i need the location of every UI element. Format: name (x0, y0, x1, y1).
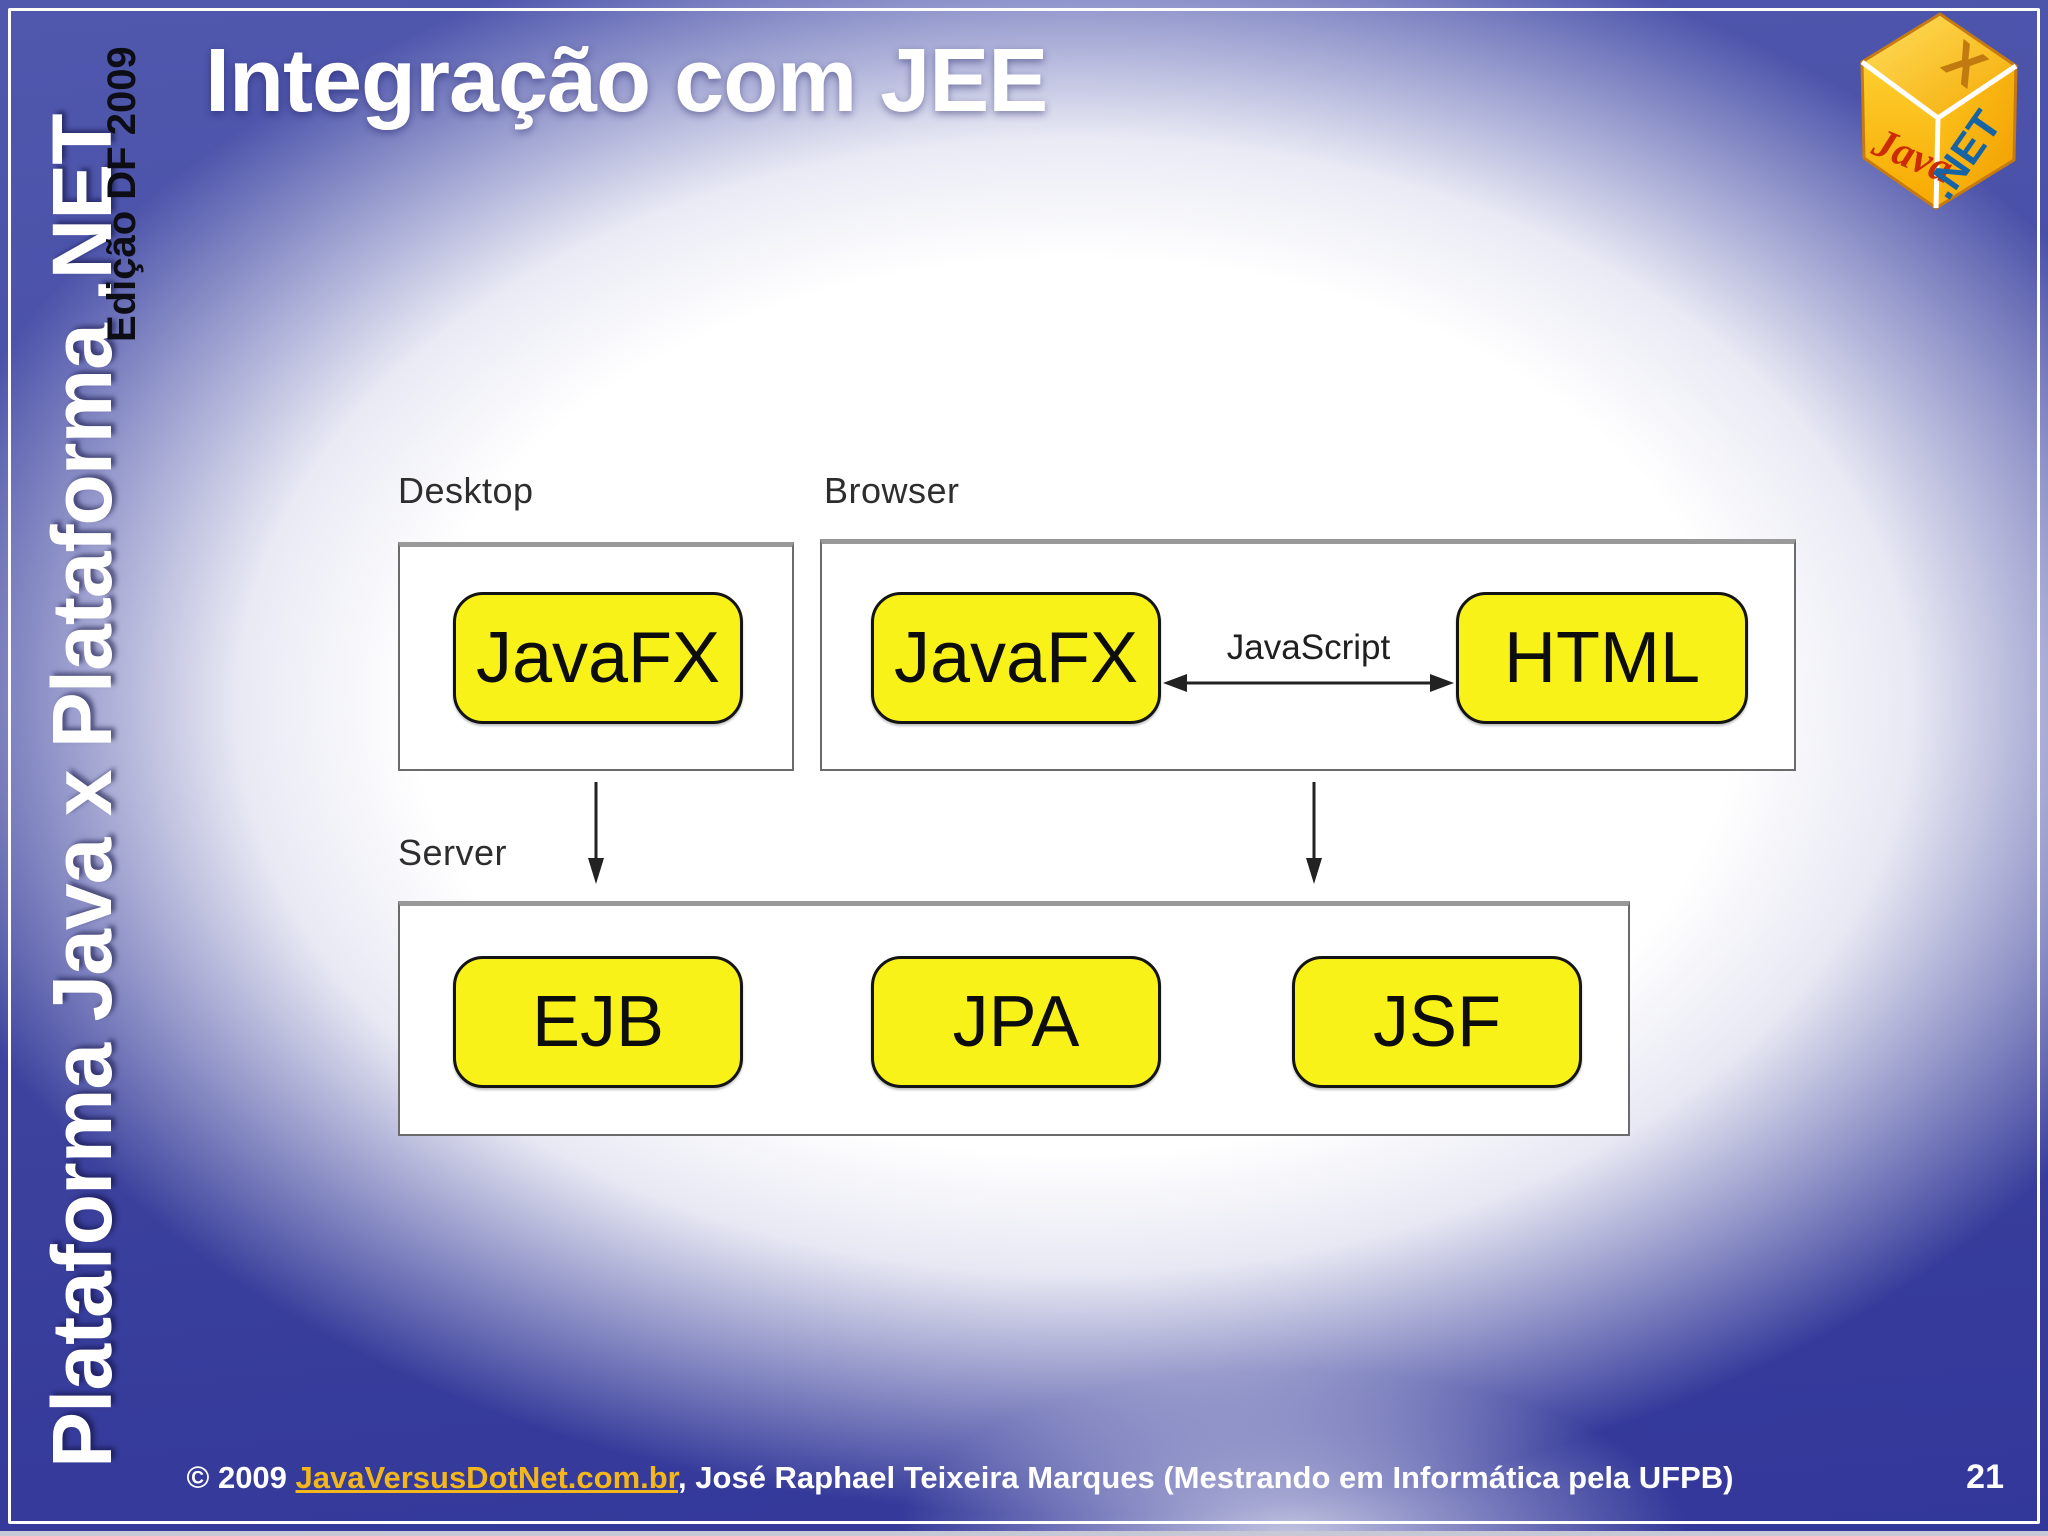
javascript-connector-label: JavaScript (1226, 628, 1391, 667)
server-group-box: EJB JPA JSF (398, 901, 1630, 1136)
jpa-node: JPA (871, 956, 1161, 1088)
desktop-to-server-arrow-icon (588, 782, 604, 884)
footer-copyright: © 2009 (186, 1460, 296, 1495)
footer-author: , José Raphael Teixeira Marques (Mestran… (678, 1460, 1734, 1495)
server-group-label: Server (398, 832, 508, 873)
footer-credit: © 2009 JavaVersusDotNet.com.br, José Rap… (140, 1452, 1780, 1504)
double-arrow-icon (1163, 674, 1454, 692)
browser-group-label: Browser (824, 470, 960, 511)
java-vs-dotnet-cube-logo: X Java .NET (1860, 12, 2018, 210)
jsf-node: JSF (1292, 956, 1582, 1088)
cube-faces (1860, 12, 2018, 210)
cube-front-edge-highlight (1933, 117, 1941, 209)
javafx-browser-node: JavaFX (871, 592, 1161, 724)
javafx-desktop-node: JavaFX (453, 592, 743, 724)
browser-group-box: JavaFX JavaScript HTML (820, 539, 1796, 771)
desktop-group-label: Desktop (398, 470, 534, 511)
desktop-group-box: JavaFX (398, 542, 794, 771)
page-title: Integração com JEE (205, 31, 1048, 131)
edition-label: Edição DF 2009 (100, 46, 144, 342)
ejb-node: EJB (453, 956, 743, 1088)
browser-to-server-arrow-icon (1306, 782, 1322, 884)
footer-link[interactable]: JavaVersusDotNet.com.br (295, 1460, 679, 1495)
html-node: HTML (1456, 592, 1748, 724)
bottom-edge-strip (0, 1531, 2048, 1536)
page-number: 21 (1966, 1458, 2004, 1496)
